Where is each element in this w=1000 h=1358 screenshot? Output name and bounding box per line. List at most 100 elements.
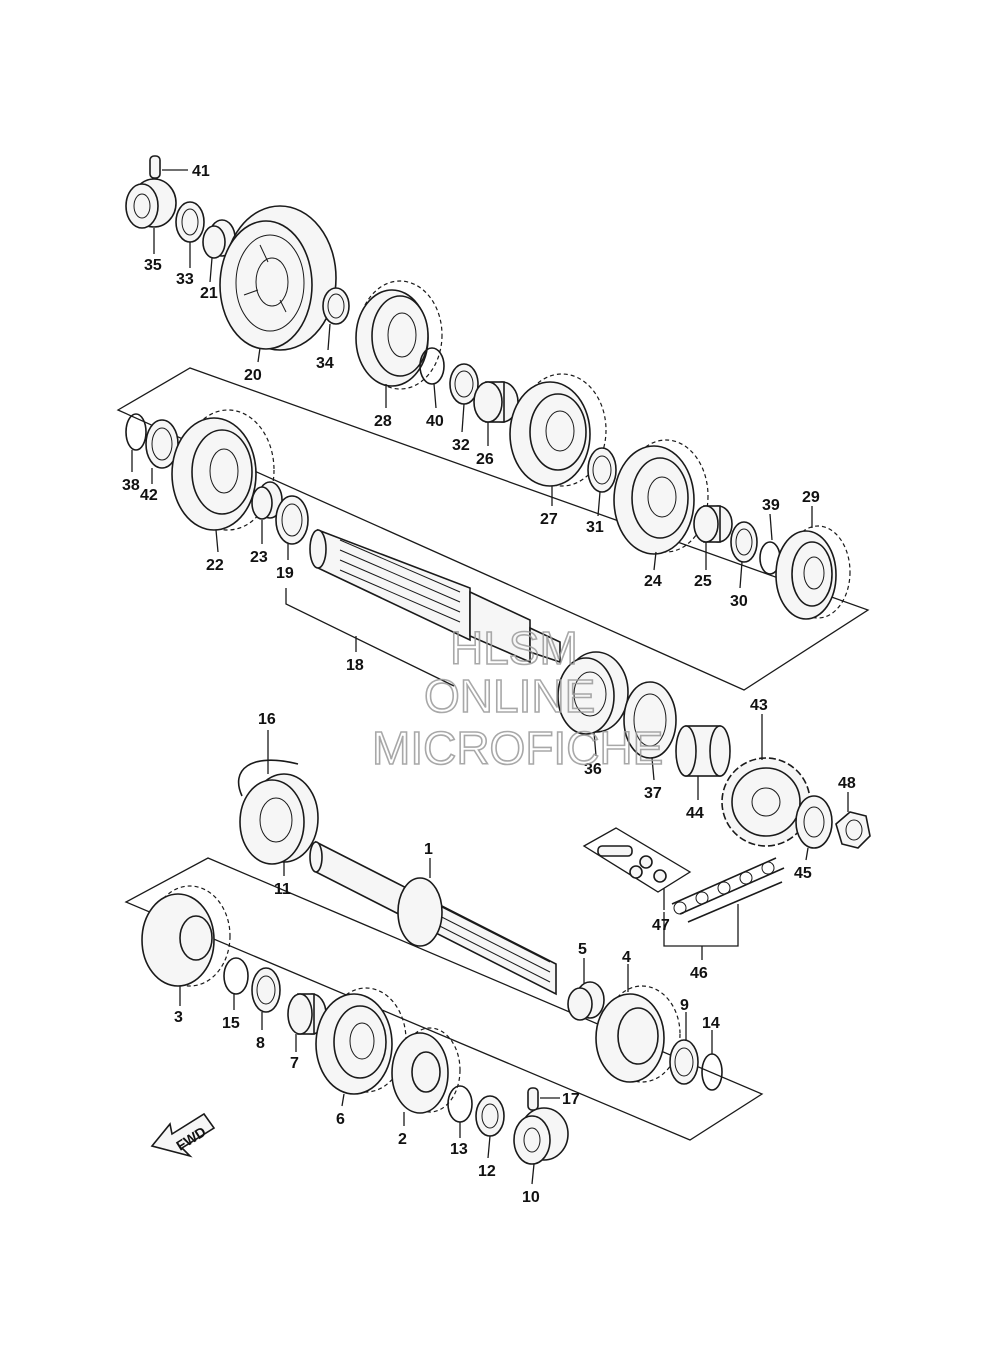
label-26: 26: [476, 451, 494, 468]
part-3-gear[interactable]: [141, 885, 231, 987]
label-16: 16: [258, 711, 276, 728]
label-43: 43: [750, 697, 768, 714]
part-19-oil-seal[interactable]: [275, 495, 309, 545]
part-34-washer[interactable]: [322, 287, 350, 325]
part-9-washer[interactable]: [669, 1039, 699, 1085]
label-33: 33: [176, 271, 194, 288]
label-29: 29: [802, 489, 820, 506]
label-2: 2: [398, 1131, 407, 1148]
label-24: 24: [644, 573, 662, 590]
part-47-chain-joint-kit[interactable]: [582, 827, 692, 893]
part-15-circlip[interactable]: [223, 957, 249, 995]
label-7: 7: [290, 1055, 299, 1072]
label-14: 14: [702, 1015, 720, 1032]
label-6: 6: [336, 1111, 345, 1128]
part-30-washer[interactable]: [730, 521, 758, 563]
part-48-nut[interactable]: [835, 811, 871, 849]
watermark-line-3: MICROFICHE: [372, 722, 663, 774]
part-1-driveshaft[interactable]: [309, 840, 557, 996]
part-20-gear[interactable]: [219, 205, 337, 351]
label-20: 20: [244, 367, 262, 384]
label-12: 12: [478, 1163, 496, 1180]
label-48: 48: [838, 775, 856, 792]
fwd-direction-arrow: FWD: [150, 1112, 216, 1158]
part-41-pin[interactable]: [149, 155, 161, 179]
label-32: 32: [452, 437, 470, 454]
part-31-washer[interactable]: [587, 447, 617, 493]
label-22: 22: [206, 557, 224, 574]
label-18: 18: [346, 657, 364, 674]
part-25-needle-bearing[interactable]: [693, 505, 733, 543]
part-37-oil-seal[interactable]: [623, 681, 677, 759]
part-29-gear[interactable]: [775, 525, 851, 620]
label-34: 34: [316, 355, 334, 372]
part-labels: 41 35 33 21 20 34 28 40 32 26 27 31 24 2…: [122, 163, 856, 1206]
label-44: 44: [686, 805, 704, 822]
watermark: HLSM ONLINE MICROFICHE: [371, 621, 664, 775]
label-19: 19: [276, 565, 294, 582]
part-27-gear[interactable]: [509, 373, 607, 487]
label-40: 40: [426, 413, 444, 430]
part-8-washer[interactable]: [251, 967, 281, 1013]
part-4-gear[interactable]: [595, 985, 681, 1083]
label-25: 25: [694, 573, 712, 590]
part-22-gear[interactable]: [171, 409, 275, 531]
label-8: 8: [256, 1035, 265, 1052]
part-16-circlip[interactable]: [237, 759, 299, 797]
label-5: 5: [578, 941, 587, 958]
part-23-bushing[interactable]: [251, 481, 283, 520]
label-28: 28: [374, 413, 392, 430]
label-45: 45: [794, 865, 812, 882]
part-24-gear[interactable]: [613, 439, 709, 555]
label-21: 21: [200, 285, 218, 302]
part-10-bushing[interactable]: [513, 1107, 569, 1165]
part-6-gear[interactable]: [315, 987, 407, 1095]
watermark-line-2: ONLINE: [424, 670, 595, 722]
leader-lines: [131, 169, 849, 1185]
part-17-pin[interactable]: [527, 1087, 539, 1111]
label-46: 46: [690, 965, 708, 982]
part-43-sprocket[interactable]: [721, 757, 811, 847]
label-31: 31: [586, 519, 604, 536]
label-38: 38: [122, 477, 140, 494]
countershaft-assembly-frame: [116, 367, 870, 691]
part-45-washer[interactable]: [795, 795, 833, 849]
label-42: 42: [140, 487, 158, 504]
watermark-line-1: HLSM: [450, 622, 578, 674]
label-37: 37: [644, 785, 662, 802]
label-30: 30: [730, 593, 748, 610]
label-23: 23: [250, 549, 268, 566]
part-28-gear[interactable]: [355, 280, 443, 390]
label-36: 36: [584, 761, 602, 778]
part-38-circlip[interactable]: [125, 413, 147, 451]
part-5-bushing[interactable]: [567, 981, 605, 1021]
part-26-needle-bearing[interactable]: [473, 381, 519, 423]
part-35-bushing[interactable]: [125, 178, 177, 229]
part-46-drive-chain[interactable]: [671, 857, 785, 923]
label-41: 41: [192, 163, 210, 180]
label-11: 11: [274, 881, 291, 898]
part-2-gear[interactable]: [391, 1027, 461, 1114]
label-39: 39: [762, 497, 780, 514]
part-11-bearing[interactable]: [239, 773, 319, 865]
label-1: 1: [424, 841, 433, 858]
part-12-washer[interactable]: [475, 1095, 505, 1137]
label-13: 13: [450, 1141, 468, 1158]
label-27: 27: [540, 511, 558, 528]
driveshaft-assembly-frame: [124, 857, 764, 1141]
label-10: 10: [522, 1189, 540, 1206]
part-44-spacer[interactable]: [675, 725, 731, 777]
part-33-washer[interactable]: [175, 201, 205, 243]
part-36-bearing[interactable]: [557, 651, 629, 735]
part-13-circlip[interactable]: [447, 1085, 473, 1123]
label-3: 3: [174, 1009, 183, 1026]
label-47: 47: [652, 917, 670, 934]
label-17: 17: [562, 1091, 580, 1108]
part-40-circlip[interactable]: [419, 347, 445, 385]
label-4: 4: [622, 949, 631, 966]
part-18-countershaft[interactable]: [309, 528, 561, 664]
label-15: 15: [222, 1015, 240, 1032]
label-35: 35: [144, 257, 162, 274]
label-9: 9: [680, 997, 689, 1014]
